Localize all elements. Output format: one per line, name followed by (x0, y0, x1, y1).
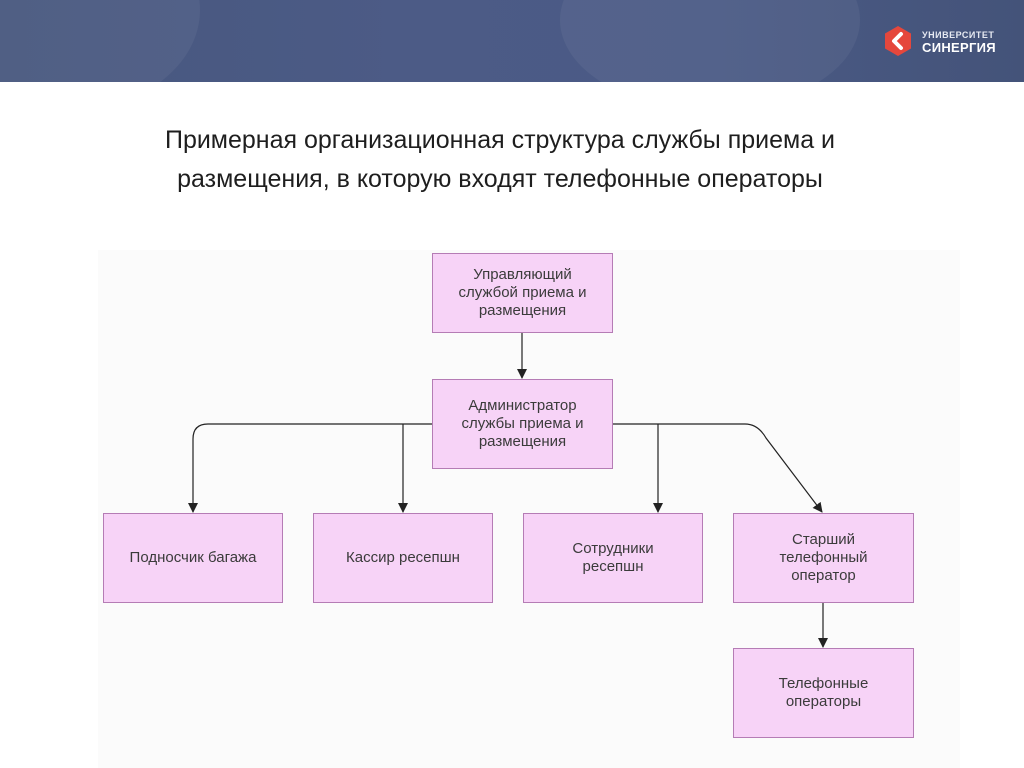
node-operators: Телефонные операторы (733, 648, 914, 738)
node-cashier: Кассир ресепшн (313, 513, 493, 603)
node-administrator: Администратор службы приема и размещения (432, 379, 613, 469)
logo-text-top: УНИВЕРСИТЕТ (922, 30, 995, 40)
slide-title: Примерная организационная структура служ… (164, 126, 836, 193)
banner-decoration (0, 0, 200, 82)
node-staff: Сотрудники ресепшн (523, 513, 703, 603)
node-senior-operator: Старший телефонный оператор (733, 513, 914, 603)
node-porter: Подносчик багажа (103, 513, 283, 603)
header-banner: УНИВЕРСИТЕТ СИНЕРГИЯ (0, 0, 1024, 82)
banner-decoration (560, 0, 860, 82)
logo-mark-icon (885, 26, 911, 56)
logo-text-main: СИНЕРГИЯ (922, 40, 996, 55)
university-logo[interactable]: УНИВЕРСИТЕТ СИНЕРГИЯ (882, 22, 1002, 60)
node-manager: Управляющий службой приема и размещения (432, 253, 613, 333)
